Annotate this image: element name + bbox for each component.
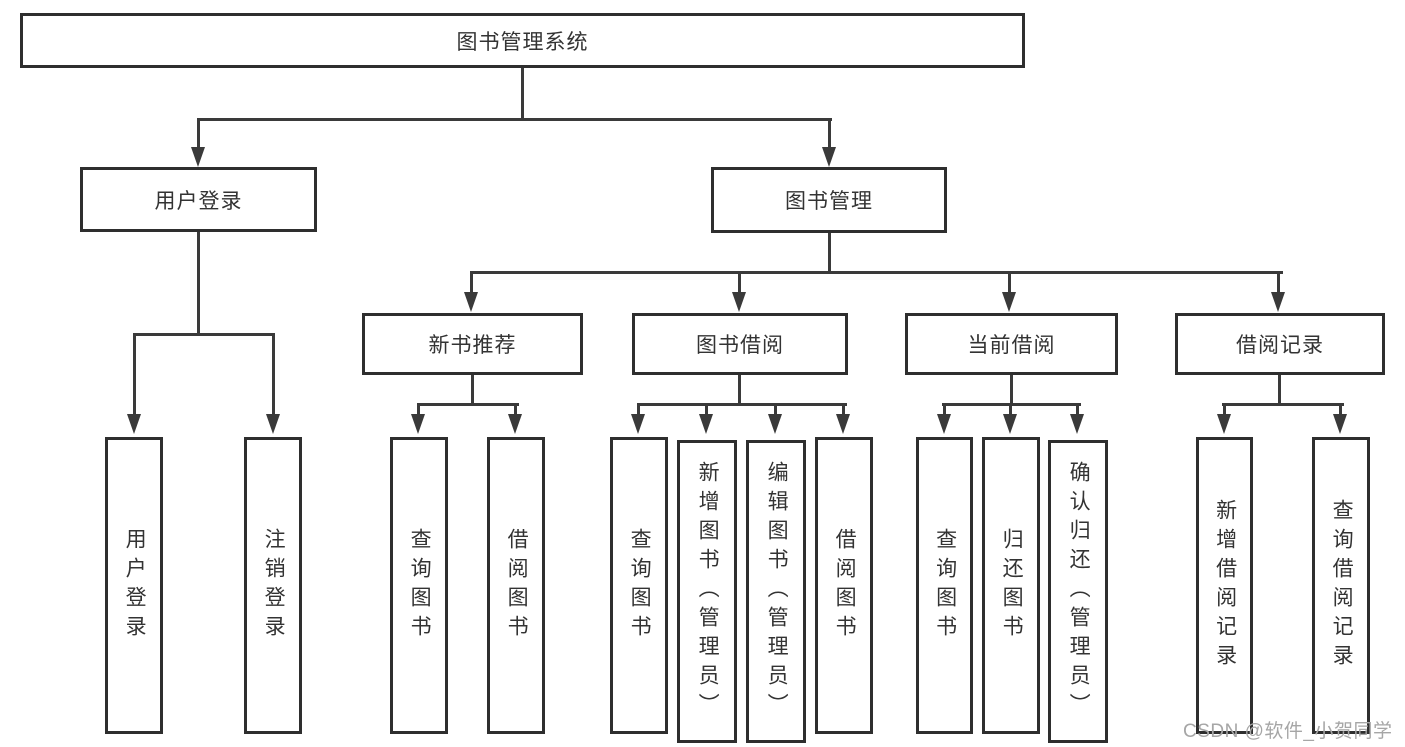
leaf-label: 查询图书 (628, 527, 652, 644)
arrow-down-icon (1217, 414, 1231, 434)
connector-drop (1223, 403, 1226, 417)
arrow-down-icon (768, 414, 782, 434)
arrow-down-icon (732, 292, 746, 312)
leaf-label: 注销登录 (262, 527, 286, 644)
leaf-label: 用户登录 (123, 527, 147, 644)
node-logout: 注销登录 (244, 437, 302, 734)
connector-book-borrowing-stem (738, 375, 741, 405)
connector-drop-logout (272, 333, 275, 416)
connector-drop-new-book (470, 271, 473, 294)
node-query-books-newbook: 查询图书 (390, 437, 448, 734)
node-query-books-current: 查询图书 (916, 437, 973, 734)
node-borrowing-records: 借阅记录 (1175, 313, 1385, 375)
node-edit-books-admin: 编辑图书（管理员） (746, 440, 806, 743)
leaf-label: 归还图书 (1000, 527, 1024, 644)
connector-drop (774, 403, 777, 417)
arrow-down-icon (1271, 292, 1285, 312)
connector-drop-user-login-leaf (133, 333, 136, 416)
node-new-book-recommend: 新书推荐 (362, 313, 583, 375)
connector-borrowing-records-stem (1278, 375, 1281, 405)
arrow-down-icon (191, 147, 205, 167)
node-book-management-system: 图书管理系统 (20, 13, 1025, 68)
arrow-down-icon (699, 414, 713, 434)
node-confirm-return-admin: 确认归还（管理员） (1048, 440, 1108, 743)
node-query-books-borrowing: 查询图书 (610, 437, 668, 734)
connector-drop (842, 403, 845, 417)
arrow-down-icon (822, 147, 836, 167)
leaf-label: 查询图书 (408, 527, 432, 644)
node-add-books-admin: 新增图书（管理员） (677, 440, 737, 743)
connector-drop (1076, 403, 1079, 417)
connector-drop-book-management (828, 118, 831, 149)
connector-drop-user-login (197, 118, 200, 149)
arrow-down-icon (836, 414, 850, 434)
connector-borrowing-records-bar (1222, 403, 1344, 406)
arrow-down-icon (1070, 414, 1084, 434)
leaf-label: 新增借阅记录 (1213, 498, 1237, 673)
leaf-label: 新增图书（管理员） (696, 461, 720, 722)
csdn-watermark: CSDN @软件_小贺同学 (1183, 721, 1393, 742)
arrow-down-icon (1002, 292, 1016, 312)
arrow-down-icon (411, 414, 425, 434)
node-user-login: 用户登录 (80, 167, 317, 232)
node-borrow-books-borrowing: 借阅图书 (815, 437, 873, 734)
connector-drop (705, 403, 708, 417)
node-return-books: 归还图书 (982, 437, 1040, 734)
connector-drop (637, 403, 640, 417)
connector-book-management-stem (828, 233, 831, 273)
arrow-down-icon (1003, 414, 1017, 434)
connector-user-login-bar (133, 333, 275, 336)
node-book-borrowing: 图书借阅 (632, 313, 848, 375)
connector-drop-borrowing-records (1277, 271, 1280, 294)
arrow-down-icon (464, 292, 478, 312)
arrow-down-icon (508, 414, 522, 434)
leaf-label: 查询图书 (933, 527, 957, 644)
leaf-label: 借阅图书 (505, 527, 529, 644)
connector-book-borrowing-bar (637, 403, 847, 406)
connector-new-book-stem (471, 375, 474, 405)
connector-user-login-stem (197, 232, 200, 335)
leaf-label: 编辑图书（管理员） (765, 461, 789, 722)
connector-current-borrowing-stem (1010, 375, 1013, 405)
node-query-borrow-record: 查询借阅记录 (1312, 437, 1370, 734)
leaf-label: 确认归还（管理员） (1067, 461, 1091, 722)
node-borrow-books-newbook: 借阅图书 (487, 437, 545, 734)
arrow-down-icon (1333, 414, 1347, 434)
connector-drop-current-borrowing (1008, 271, 1011, 294)
connector-drop (1339, 403, 1342, 417)
arrow-down-icon (631, 414, 645, 434)
node-current-borrowing: 当前借阅 (905, 313, 1118, 375)
connector-drop (1009, 403, 1012, 417)
connector-drop-book-borrowing (738, 271, 741, 294)
connector-drop (514, 403, 517, 417)
arrow-down-icon (266, 414, 280, 434)
connector-level1-bar (197, 118, 832, 121)
connector-drop (943, 403, 946, 417)
connector-level2-bar (470, 271, 1283, 274)
node-add-borrow-record: 新增借阅记录 (1196, 437, 1253, 734)
connector-root-stem (521, 68, 524, 120)
node-book-management: 图书管理 (711, 167, 947, 233)
leaf-label: 查询借阅记录 (1330, 498, 1354, 673)
connector-drop (417, 403, 420, 417)
arrow-down-icon (127, 414, 141, 434)
connector-new-book-bar (417, 403, 519, 406)
leaf-label: 借阅图书 (833, 527, 857, 644)
node-user-login-leaf: 用户登录 (105, 437, 163, 734)
arrow-down-icon (937, 414, 951, 434)
